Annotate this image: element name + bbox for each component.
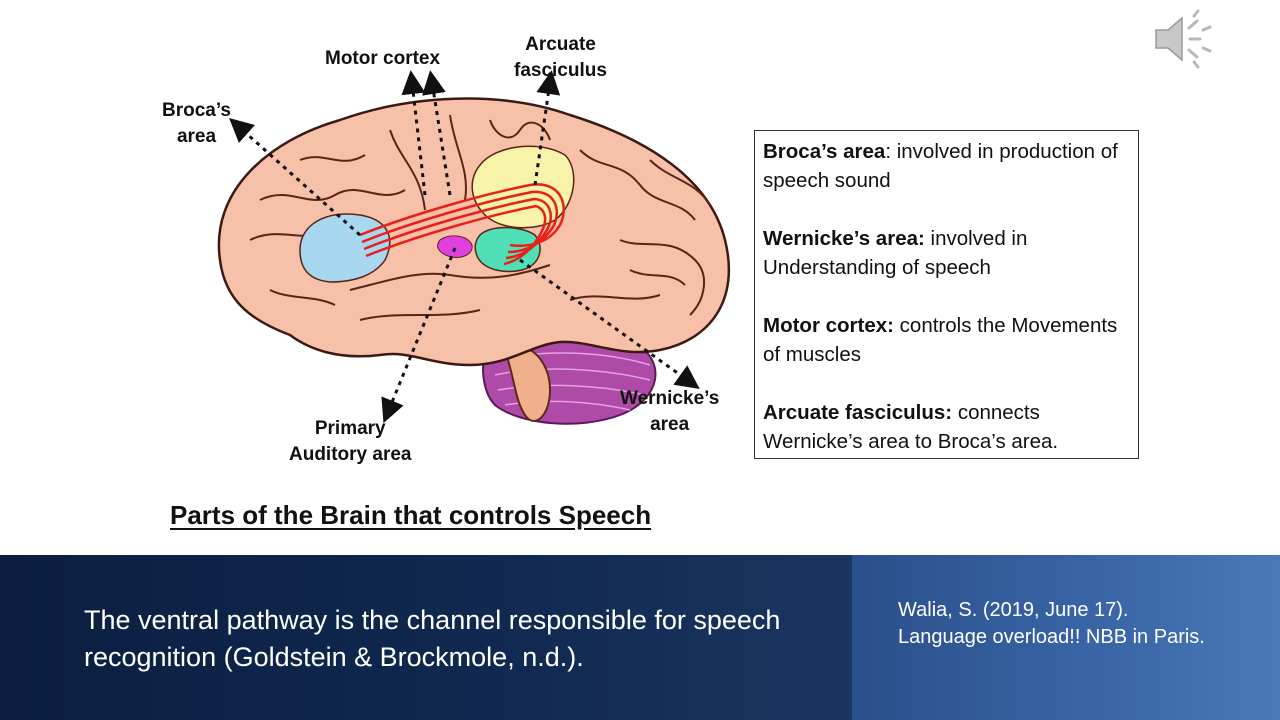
wernickes-area-region bbox=[474, 226, 541, 273]
label-arcuate-fasciculus: Arcuate fasciculus bbox=[514, 34, 607, 81]
definition-wernicke: Wernicke’s area: involved in Understandi… bbox=[763, 227, 1028, 279]
auditory-region bbox=[437, 235, 473, 258]
pointer-arrows bbox=[229, 70, 700, 424]
caption-text: The ventral pathway is the channel respo… bbox=[84, 605, 781, 672]
brain-stem bbox=[503, 349, 552, 422]
citation-bar bbox=[852, 555, 1280, 720]
label-primary-auditory-area: Primary Auditory area bbox=[289, 418, 412, 465]
definition-broca: Broca’s area: involved in production of … bbox=[763, 140, 1118, 192]
arrow-wernicke bbox=[519, 258, 700, 389]
definition-arcuate: Arcuate fasciculus: connects Wernicke’s … bbox=[763, 401, 1059, 453]
arrow-motor-right bbox=[422, 70, 452, 196]
cerebrum bbox=[217, 97, 731, 367]
arrow-broca bbox=[229, 118, 361, 237]
arrow-motor-left bbox=[401, 70, 427, 196]
label-wernickes-area: Wernicke’s area bbox=[620, 388, 720, 435]
arcuate-fasciculus-fibers bbox=[359, 183, 565, 266]
brain-diagram bbox=[217, 70, 731, 425]
label-motor-cortex: Motor cortex bbox=[325, 48, 441, 69]
definitions-box: Broca’s area: involved in production of … bbox=[754, 130, 1139, 459]
figure-title: Parts of the Brain that controls Speech bbox=[170, 500, 652, 530]
caption-bar bbox=[0, 555, 852, 720]
arrow-auditory bbox=[381, 247, 457, 424]
citation-text: Walia, S. (2019, June 17). Language over… bbox=[898, 599, 1205, 648]
label-brocas-area: Broca’s area bbox=[162, 100, 231, 147]
definition-motor: Motor cortex: controls the Movements of … bbox=[763, 314, 1118, 366]
speaker-icon[interactable] bbox=[1150, 8, 1220, 70]
